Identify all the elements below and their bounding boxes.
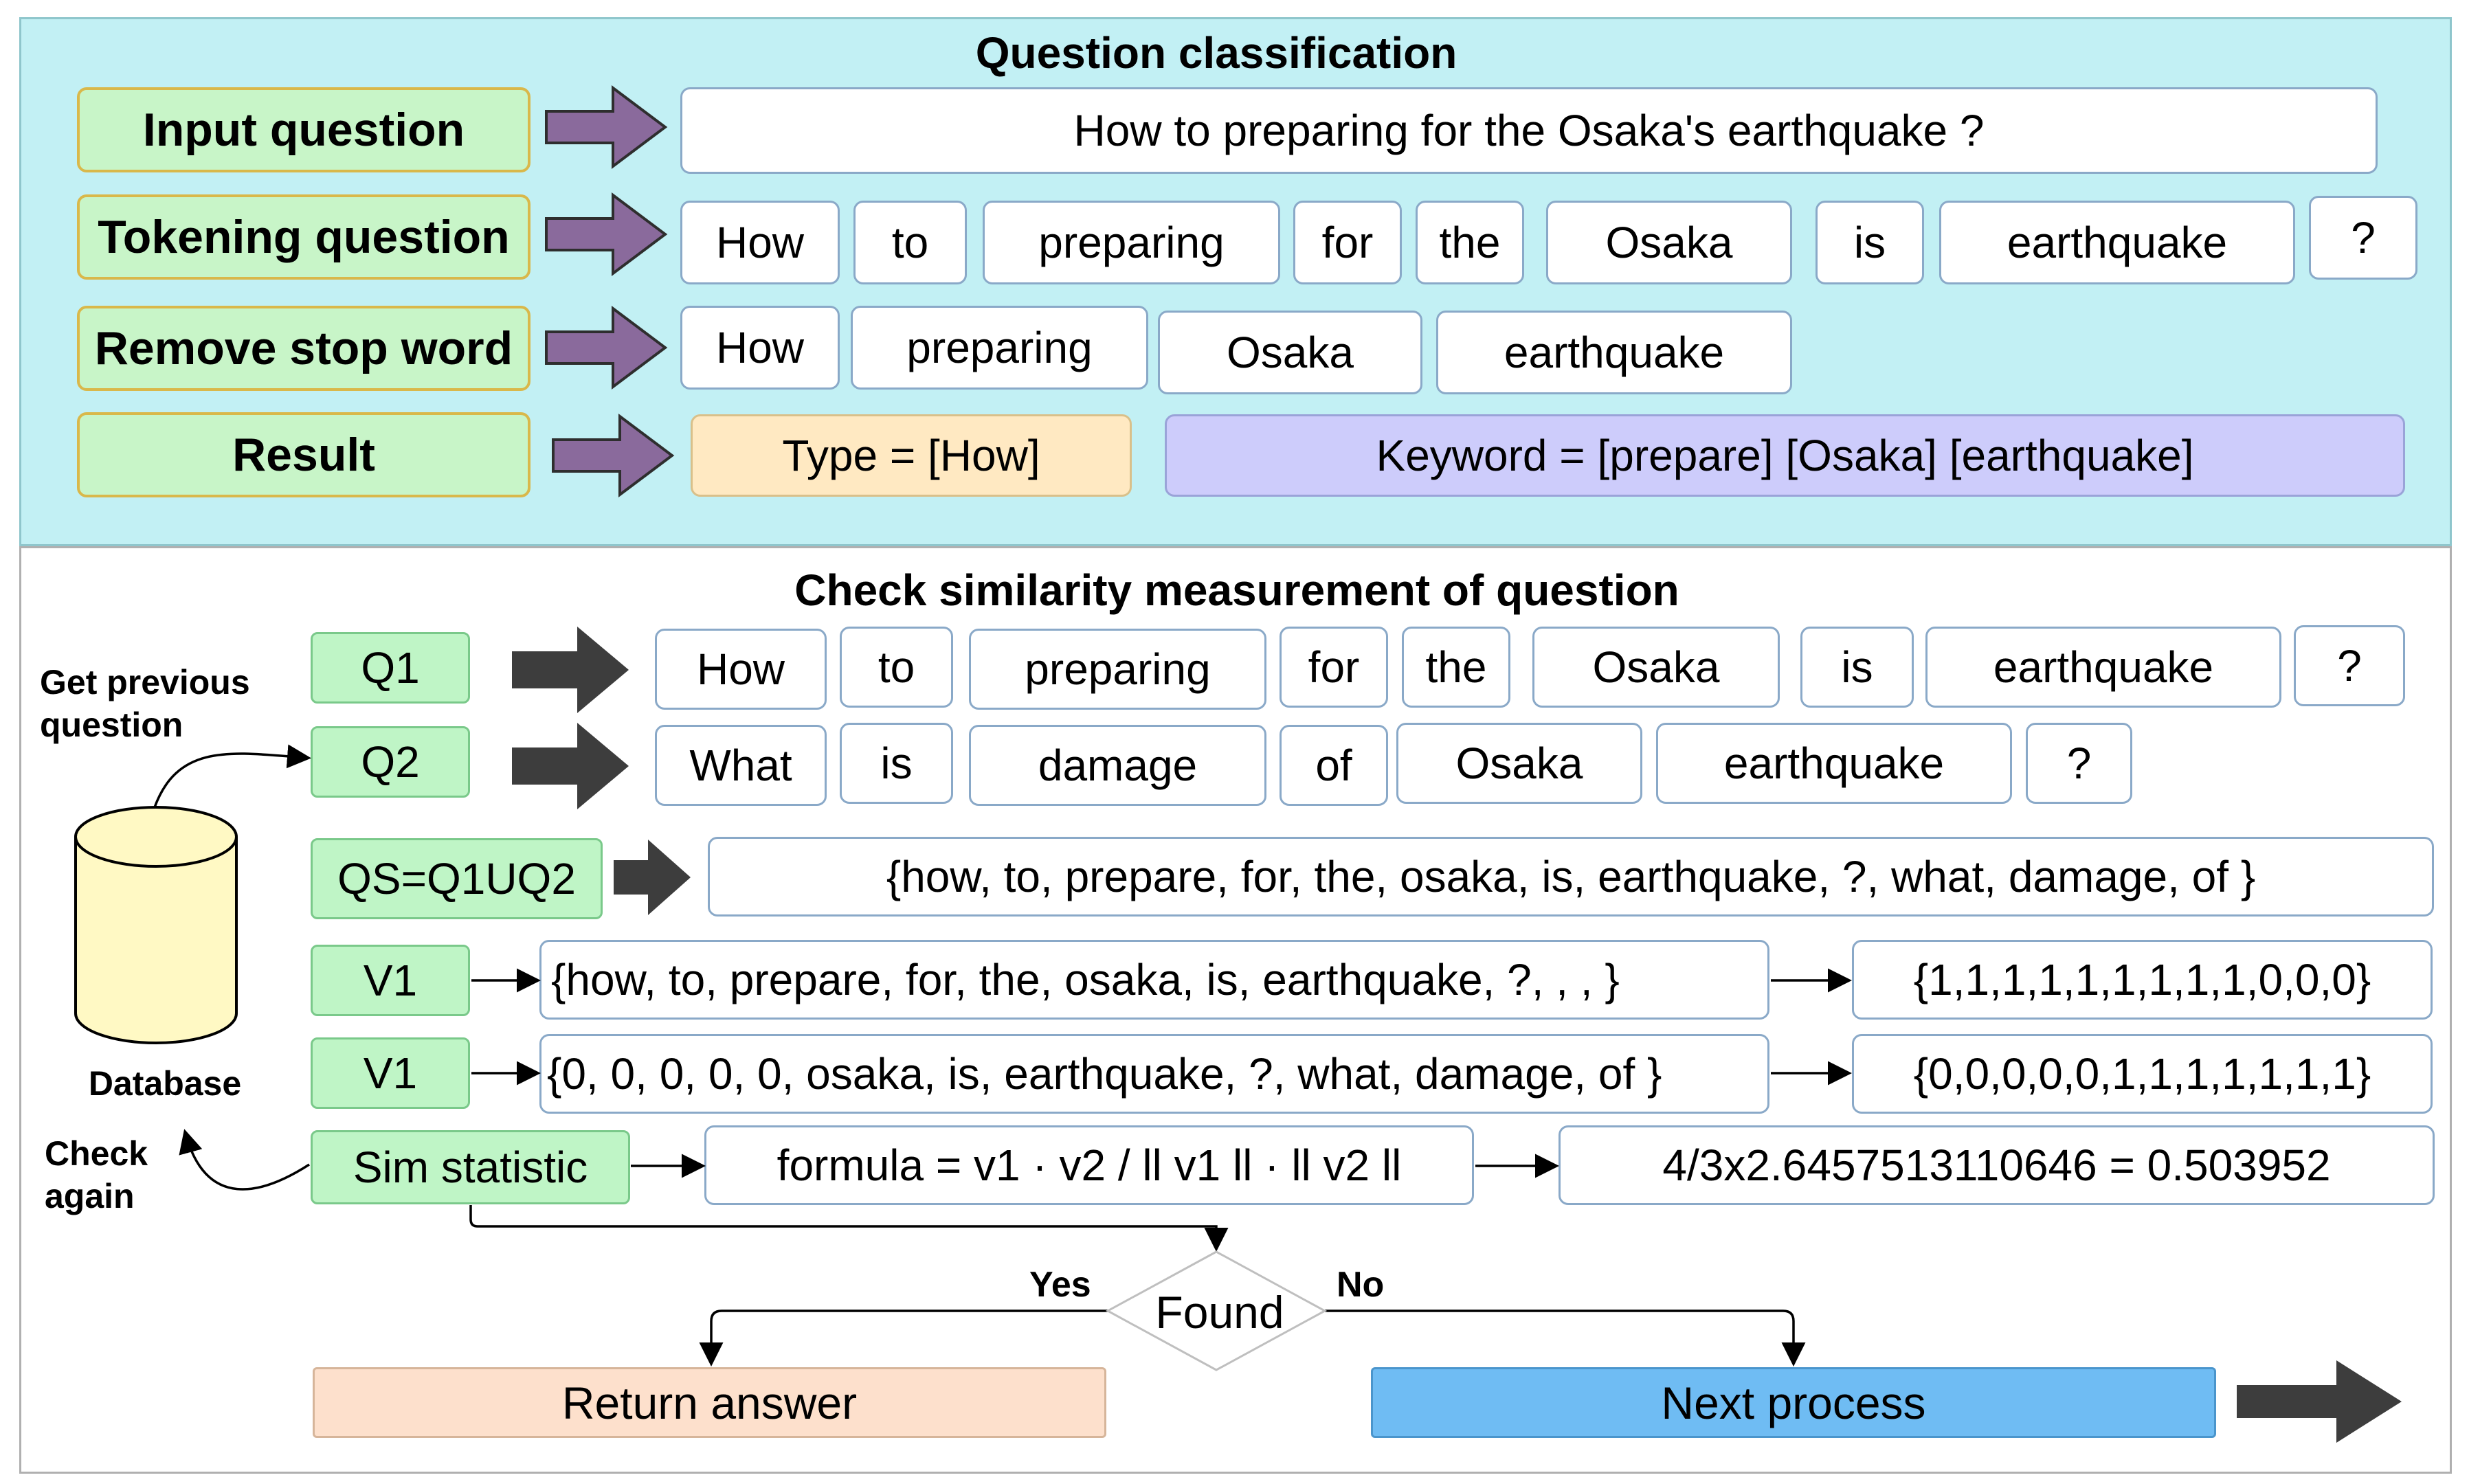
qs-set-box: {how, to, prepare, for, the, osaka, is, …	[708, 837, 2434, 917]
q1-label: Q1	[311, 632, 470, 704]
result-label: Result	[77, 412, 530, 497]
arrow-right-icon	[552, 414, 675, 497]
get-previous-question-label: Get previous question	[40, 663, 250, 744]
q1-token-box: Osaka	[1532, 627, 1780, 708]
database-icon	[74, 806, 238, 1044]
keyword-result-box: Keyword = [prepare] [Osaka] [earthquake]	[1165, 414, 2405, 497]
arrow-right-icon	[512, 723, 629, 809]
token-box: is	[1816, 201, 1924, 284]
dark-arrows	[512, 627, 2402, 1443]
keyword-token-box: preparing	[851, 306, 1148, 390]
q1-token-box: the	[1402, 627, 1510, 708]
check-again-arrow	[179, 1129, 310, 1191]
token-box: Osaka	[1546, 201, 1792, 284]
token-box: the	[1416, 201, 1524, 284]
q2-token-box: What	[655, 725, 827, 806]
token-box: ?	[2309, 196, 2417, 280]
purple-arrows	[545, 85, 675, 497]
tokening-question-label: Tokening question	[77, 194, 530, 280]
v2-words-box: {0, 0, 0, 0, 0, osaka, is, earthquake, ?…	[539, 1034, 1769, 1114]
keyword-token-box: Osaka	[1158, 311, 1422, 394]
q1-token-box: earthquake	[1925, 627, 2281, 708]
remove-stop-word-label: Remove stop word	[77, 306, 530, 391]
arrow-right-icon	[545, 85, 668, 169]
q2-label: Q2	[311, 726, 470, 798]
q1-token-box: How	[655, 629, 827, 710]
top-panel-title: Question classification	[975, 28, 1457, 78]
found-decision-diamond	[1105, 1250, 1328, 1371]
sim-statistic-label: Sim statistic	[311, 1130, 630, 1204]
v2-vector-box: {0,0,0,0,0,1,1,1,1,1,1,1}	[1852, 1034, 2433, 1114]
q2-token-box: ?	[2026, 723, 2132, 804]
q1-token-box: for	[1280, 627, 1388, 708]
keyword-token-box: How	[680, 306, 840, 390]
bottom-panel-title: Check similarity measurement of question	[794, 565, 1679, 615]
q1-token-box: is	[1800, 627, 1914, 708]
check-again-label: Check again	[45, 1134, 148, 1215]
arrow-right-icon	[512, 627, 629, 713]
v1-label: V1	[311, 945, 470, 1016]
token-box: earthquake	[1939, 201, 2295, 284]
token-box: to	[853, 201, 967, 284]
token-box: preparing	[983, 201, 1280, 284]
q1-token-box: preparing	[969, 629, 1266, 710]
arrow-right-icon	[2237, 1360, 2402, 1443]
arrow-right-icon	[545, 306, 668, 390]
q2-token-box: is	[840, 723, 953, 804]
return-answer-box: Return answer	[313, 1367, 1106, 1438]
found-decision-text: Found	[1155, 1287, 1284, 1338]
q1-token-box: ?	[2294, 625, 2405, 706]
type-result-box: Type = [How]	[691, 414, 1132, 497]
thin-arrows	[469, 968, 1852, 1367]
q2-token-box: earthquake	[1656, 723, 2012, 804]
v1-words-box: {how, to, prepare, for, the, osaka, is, …	[539, 940, 1769, 1020]
formula-box: formula = v1 · v2 / ll v1 ll · ll v2 ll	[704, 1125, 1474, 1205]
get-previous-arrow	[153, 744, 311, 808]
v2-label: V1	[311, 1037, 470, 1109]
q2-token-box: damage	[969, 725, 1266, 806]
sim-result-box: 4/3x2.6457513110646 = 0.503952	[1559, 1125, 2435, 1205]
yes-label: Yes	[1029, 1265, 1091, 1305]
no-label: No	[1337, 1265, 1385, 1305]
arrow-right-icon	[545, 192, 668, 276]
token-box: for	[1293, 201, 1402, 284]
q2-token-box: of	[1280, 725, 1388, 806]
q2-token-box: Osaka	[1396, 723, 1642, 804]
token-box: How	[680, 201, 840, 284]
arrow-right-icon	[614, 840, 691, 915]
q1-token-box: to	[840, 627, 953, 708]
database-label: Database	[88, 1064, 242, 1103]
input-question-label: Input question	[77, 87, 530, 172]
qs-label: QS=Q1UQ2	[311, 838, 603, 919]
input-question-text: How to preparing for the Osaka's earthqu…	[680, 87, 2378, 174]
keyword-token-box: earthquake	[1436, 311, 1792, 394]
next-process-box: Next process	[1371, 1367, 2216, 1438]
v1-vector-box: {1,1,1,1,1,1,1,1,1,0,0,0}	[1852, 940, 2433, 1020]
